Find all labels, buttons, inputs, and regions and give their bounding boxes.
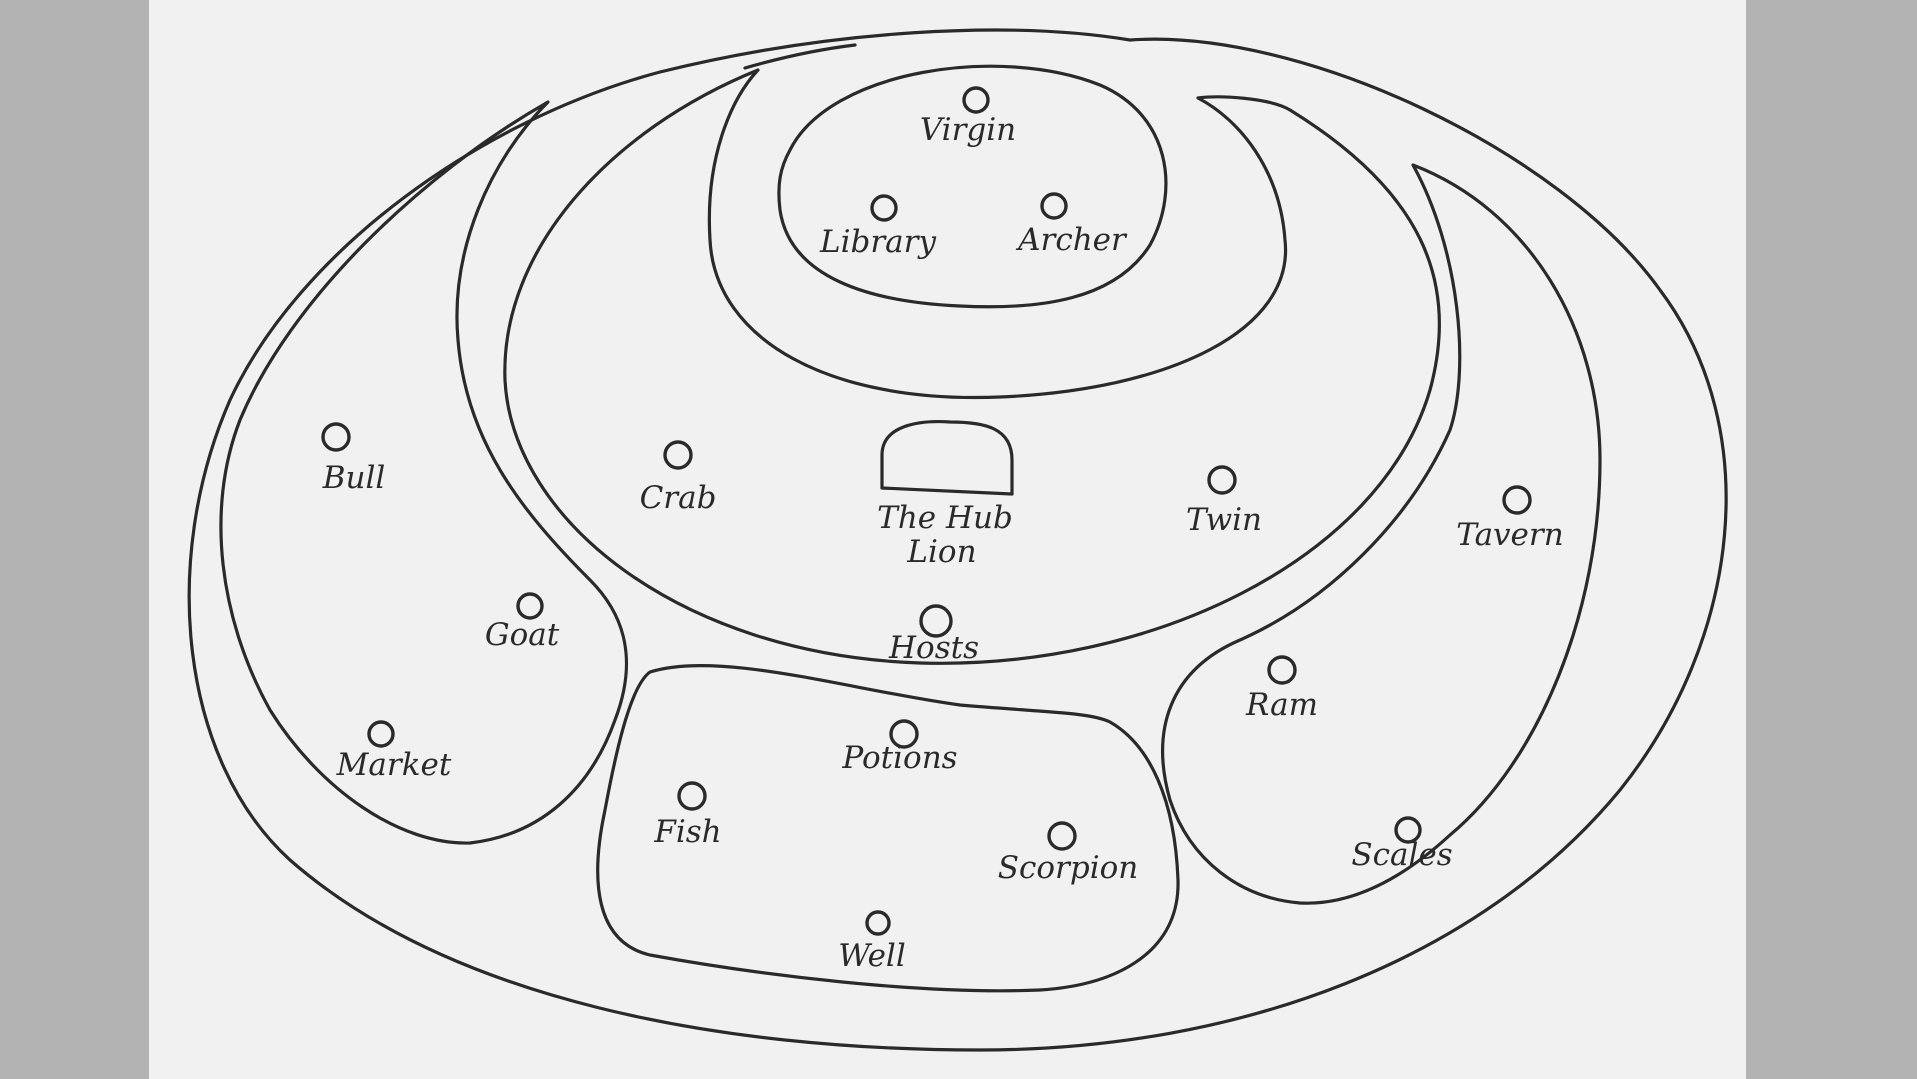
marker-scorpion — [1047, 821, 1077, 851]
marker-market — [367, 720, 395, 748]
label-library: Library — [819, 224, 936, 260]
location-scales[interactable]: Scales — [1351, 816, 1453, 873]
marker-potions — [889, 719, 919, 749]
location-bull[interactable]: Bull — [321, 422, 386, 496]
region-right — [1161, 163, 1602, 905]
location-crab[interactable]: Crab — [640, 440, 717, 516]
label-bull: Bull — [322, 460, 386, 496]
location-ram[interactable]: Ram — [1245, 655, 1318, 723]
outer-boundary-tick — [743, 43, 857, 70]
location-hosts[interactable]: Hosts — [888, 604, 979, 666]
label-scorpion: Scorpion — [998, 850, 1138, 886]
label-hosts: Hosts — [888, 630, 979, 666]
label-fish: Fish — [653, 814, 721, 850]
location-goat[interactable]: Goat — [485, 592, 560, 653]
location-market[interactable]: Market — [336, 720, 452, 783]
label-virgin: Virgin — [920, 112, 1016, 148]
marker-virgin — [962, 86, 990, 114]
label-lion: Lion — [906, 534, 976, 570]
the-hub-building — [880, 420, 1014, 496]
marker-library — [870, 194, 898, 222]
location-virgin[interactable]: Virgin — [920, 86, 1016, 148]
marker-bull — [321, 422, 351, 452]
marker-twin — [1207, 465, 1237, 495]
region-top — [777, 64, 1168, 309]
location-fish[interactable]: Fish — [653, 781, 722, 850]
label-scales: Scales — [1351, 837, 1452, 873]
location-tavern[interactable]: Tavern — [1456, 485, 1564, 553]
label-crab: Crab — [640, 480, 717, 516]
location-well[interactable]: Well — [838, 910, 906, 974]
label-tavern: Tavern — [1456, 517, 1563, 553]
location-potions[interactable]: Potions — [841, 719, 958, 776]
marker-tavern — [1502, 485, 1532, 515]
marker-scales — [1394, 816, 1422, 844]
paper-sheet — [149, 0, 1746, 1079]
label-market: Market — [336, 747, 452, 783]
label-goat: Goat — [485, 617, 560, 653]
marker-hosts — [919, 604, 953, 638]
location-twin[interactable]: Twin — [1186, 465, 1262, 538]
region-left — [219, 100, 629, 845]
label-ram: Ram — [1245, 687, 1318, 723]
label-the-hub: The Hub — [877, 500, 1013, 536]
outer-boundary — [187, 28, 1728, 1052]
label-twin: Twin — [1186, 502, 1262, 538]
marker-ram — [1267, 655, 1297, 685]
marker-fish — [677, 781, 707, 811]
marker-archer — [1040, 192, 1068, 220]
region-bottom — [596, 663, 1180, 993]
location-scorpion[interactable]: Scorpion — [998, 821, 1138, 886]
label-archer: Archer — [1015, 222, 1128, 258]
label-potions: Potions — [841, 740, 957, 776]
marker-well — [865, 910, 891, 936]
marker-crab — [663, 440, 693, 470]
region-center — [503, 68, 1442, 665]
label-well: Well — [838, 938, 906, 974]
location-lion[interactable]: Lion — [906, 534, 976, 570]
location-archer[interactable]: Archer — [1015, 192, 1128, 258]
location-library[interactable]: Library — [819, 194, 936, 260]
marker-goat — [516, 592, 544, 620]
